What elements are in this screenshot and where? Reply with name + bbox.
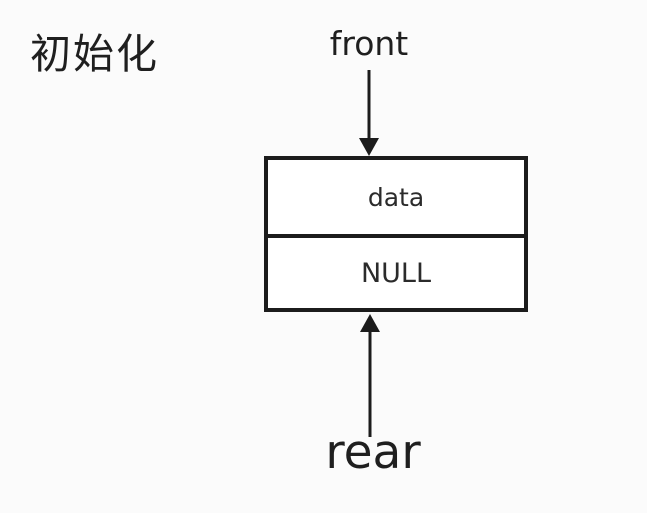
diagram-title: 初始化	[30, 30, 159, 78]
queue-node: data NULL	[264, 156, 528, 312]
front-pointer-label: front	[329, 24, 409, 63]
rear-arrow-icon	[360, 314, 380, 437]
node-data-cell: data	[268, 160, 524, 238]
front-arrow-icon	[359, 70, 379, 156]
node-next-null-cell: NULL	[360, 257, 432, 289]
rear-pointer-label: rear	[325, 425, 421, 480]
